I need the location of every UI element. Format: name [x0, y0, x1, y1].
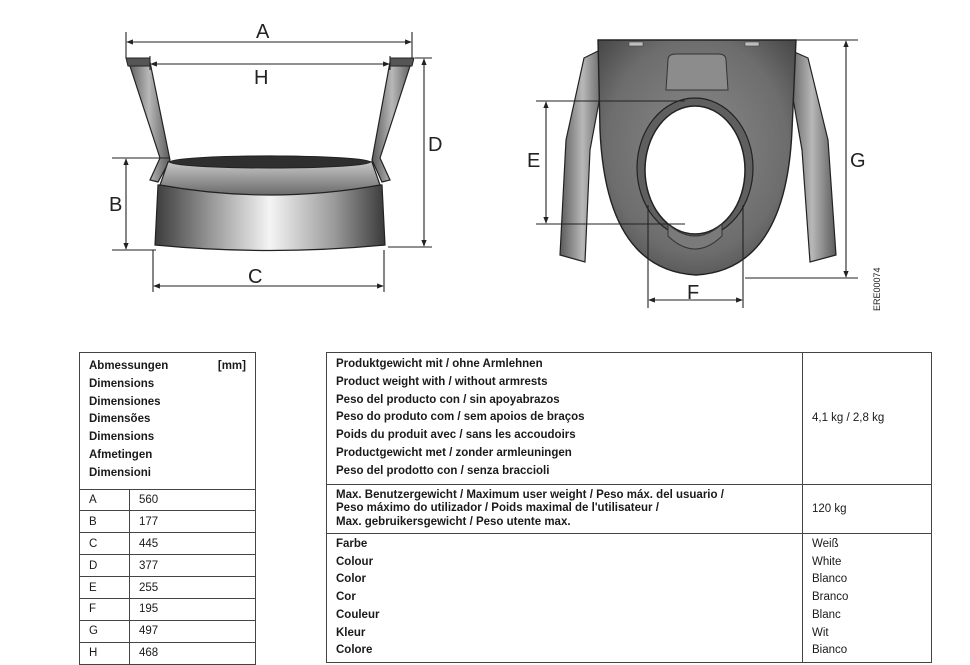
weight-label-it: Peso del prodotto con / senza braccioli [336, 464, 550, 477]
spec-table: Produktgewicht mit / ohne Armlehnen Prod… [326, 352, 932, 663]
dimensions-header-en: Dimensions [89, 377, 155, 390]
color-value-it: Bianco [812, 644, 848, 657]
color-label-cell: Farbe Colour Color Cor Couleur Kleur Col… [326, 533, 803, 663]
dim-key: G [79, 619, 130, 643]
dimensions-header-nl: Afmetingen [89, 448, 153, 461]
color-label-nl: Kleur [336, 626, 366, 639]
top-dimensions [536, 39, 858, 308]
dim-value: 468 [129, 641, 256, 665]
color-label-de: Farbe [336, 538, 368, 551]
color-value-fr: Blanc [812, 608, 841, 621]
color-value-pt: Branco [812, 591, 849, 604]
color-row: Farbe Colour Color Cor Couleur Kleur Col… [326, 533, 932, 663]
drawing-code: ERE00074 [872, 267, 882, 311]
dim-label-c: C [248, 266, 262, 288]
max-weight-value: 120 kg [802, 483, 932, 535]
dim-value: 177 [129, 510, 256, 534]
dim-label-a: A [256, 21, 270, 43]
dimensions-header-title: Abmessungen [89, 360, 169, 372]
color-label-it: Colore [336, 644, 373, 657]
weight-label-en: Product weight with / without armrests [336, 375, 548, 388]
dim-key: E [79, 576, 130, 600]
weight-label-de: Produktgewicht mit / ohne Armlehnen [336, 358, 543, 370]
dim-key: H [79, 641, 130, 665]
dimensions-header-it: Dimensioni [89, 466, 151, 479]
max-weight-label-cell: Max. Benutzergewicht / Maximum user weig… [326, 483, 803, 535]
technical-drawing: A H D B C E G F ERE00074 [109, 21, 882, 311]
dimensions-header-fr: Dimensions [89, 431, 155, 444]
color-value-de: Weiß [812, 538, 839, 551]
color-label-es: Color [336, 573, 367, 586]
dim-label-h: H [254, 67, 268, 89]
color-value-nl: Wit [812, 626, 829, 639]
dim-key: F [79, 598, 130, 621]
weight-value: 4,1 kg / 2,8 kg [802, 352, 932, 485]
dim-label-f: F [687, 282, 699, 304]
top-view [559, 39, 837, 276]
color-value-en: White [812, 555, 842, 568]
dim-key: D [79, 554, 130, 578]
color-label-pt: Cor [336, 591, 356, 604]
color-label-fr: Couleur [336, 608, 380, 621]
dim-key: A [79, 488, 130, 512]
max-weight-label-line: Max. gebruikersgewicht / Peso utente max… [336, 515, 571, 528]
weight-row: Produktgewicht mit / ohne Armlehnen Prod… [326, 352, 932, 485]
color-label-en: Colour [336, 555, 374, 568]
weight-label-cell: Produktgewicht mit / ohne Armlehnen Prod… [326, 352, 803, 485]
dim-value: 255 [129, 576, 256, 600]
weight-label-es: Peso del producto con / sin apoyabrazos [336, 393, 560, 406]
dim-key: C [79, 532, 130, 556]
dimensions-table: Abmessungen [mm] Dimensions Dimensiones … [79, 352, 256, 665]
dim-key: B [79, 510, 130, 534]
max-weight-label-line: Peso máximo do utilizador / Poids maxima… [336, 502, 659, 515]
dim-label-e: E [527, 150, 540, 172]
weight-label-nl: Productgewicht met / zonder armleuningen [336, 446, 572, 459]
dim-value: 445 [129, 532, 256, 556]
dim-value: 497 [129, 619, 256, 643]
dimensions-header-cell: Abmessungen [mm] Dimensions Dimensiones … [79, 352, 256, 490]
dimensions-unit: [mm] [217, 360, 246, 372]
dimensions-header-es: Dimensiones [89, 395, 161, 408]
weight-label-pt: Peso do produto com / sem apoios de braç… [336, 411, 585, 424]
dim-label-g: G [850, 150, 866, 172]
dim-value: 377 [129, 554, 256, 578]
side-view [125, 57, 415, 252]
weight-label-fr: Poids du produit avec / sans les accoudo… [336, 429, 576, 442]
dim-value: 195 [129, 598, 256, 621]
dimensions-header-pt: Dimensões [89, 413, 151, 426]
max-weight-label-line: Max. Benutzergewicht / Maximum user weig… [336, 488, 724, 501]
color-value-es: Blanco [812, 573, 848, 586]
dimensions-table-header: Abmessungen [mm] Dimensions Dimensiones … [79, 352, 256, 490]
max-weight-row: Max. Benutzergewicht / Maximum user weig… [326, 483, 932, 535]
color-value-cell: Weiß White Blanco Branco Blanc Wit Bianc… [802, 533, 932, 663]
dim-value: 560 [129, 488, 256, 512]
side-dimensions [112, 32, 432, 292]
dim-label-b: B [109, 194, 122, 216]
dim-label-d: D [428, 134, 442, 156]
